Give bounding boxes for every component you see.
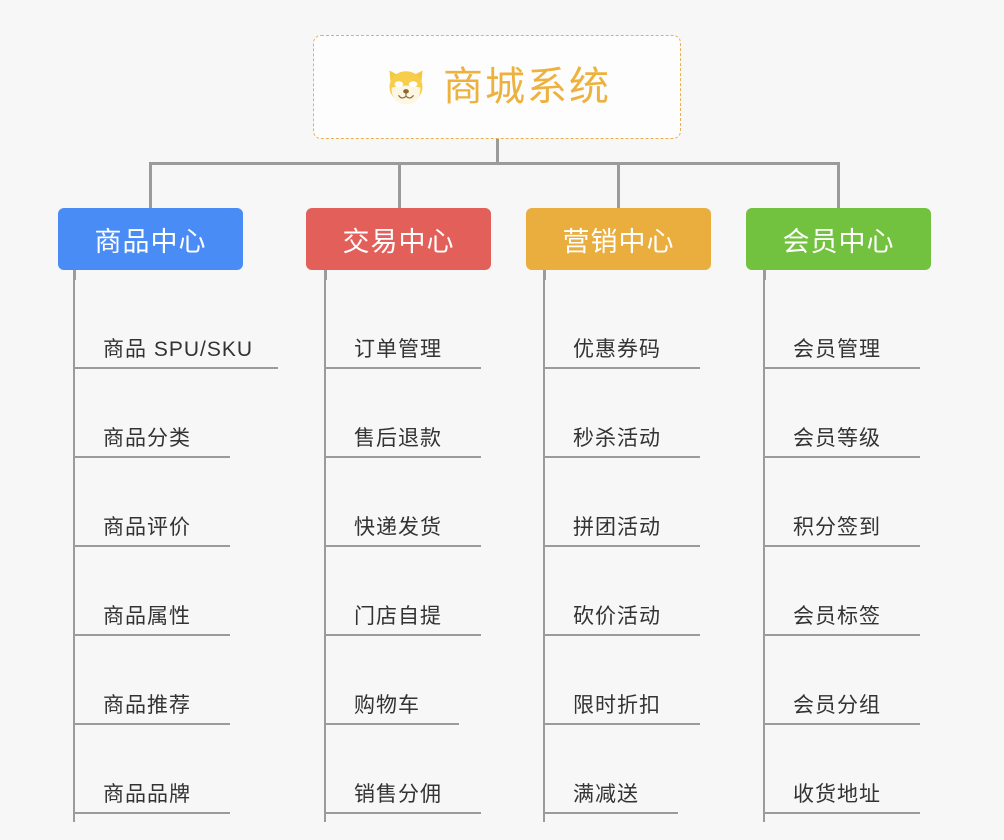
leaf-item-商品属性[interactable]: 商品属性 [73,547,230,636]
leaf-item-砍价活动[interactable]: 砍价活动 [543,547,700,636]
leaf-item-限时折扣[interactable]: 限时折扣 [543,636,700,725]
leaf-label: 会员分组 [793,693,881,717]
leaf-item-售后退款[interactable]: 售后退款 [324,369,481,458]
shiba-dog-emoji [383,64,429,110]
leaf-item-销售分佣[interactable]: 销售分佣 [324,725,481,814]
leaf-label: 会员管理 [793,337,881,361]
leaf-label: 商品推荐 [103,693,191,717]
connector-stem-marketing-center [617,162,620,209]
leaf-item-会员等级[interactable]: 会员等级 [763,369,920,458]
leaf-label: 商品评价 [103,515,191,539]
leaf-item-订单管理[interactable]: 订单管理 [324,280,481,369]
root-node-商城系统[interactable]: 商城系统 [313,35,681,139]
category-box-member-center[interactable]: 会员中心 [746,208,931,270]
leaf-label: 门店自提 [354,604,442,628]
leaf-label: 商品属性 [103,604,191,628]
category-box-product-center[interactable]: 商品中心 [58,208,243,270]
category-label-product-center: 商品中心 [94,226,207,257]
leaf-label: 收货地址 [793,782,881,806]
category-box-trade-center[interactable]: 交易中心 [306,208,491,270]
leaf-label: 拼团活动 [573,515,661,539]
leaf-item-秒杀活动[interactable]: 秒杀活动 [543,369,700,458]
leaf-item-商品品牌[interactable]: 商品品牌 [73,725,230,814]
leaf-label: 售后退款 [354,426,442,450]
leaf-item-商品评价[interactable]: 商品评价 [73,458,230,547]
leaf-label: 商品分类 [103,426,191,450]
leaf-item-购物车[interactable]: 购物车 [324,636,459,725]
leaf-label: 秒杀活动 [573,426,661,450]
leaf-label: 积分签到 [793,515,881,539]
leaf-item-收货地址[interactable]: 收货地址 [763,725,920,814]
connector-horizontal-bus [150,162,839,165]
leaf-item-商品分类[interactable]: 商品分类 [73,369,230,458]
leaf-item-会员标签[interactable]: 会员标签 [763,547,920,636]
leaf-item-拼团活动[interactable]: 拼团活动 [543,458,700,547]
leaf-item-积分签到[interactable]: 积分签到 [763,458,920,547]
leaf-item-会员分组[interactable]: 会员分组 [763,636,920,725]
leaf-item-门店自提[interactable]: 门店自提 [324,547,481,636]
category-label-member-center: 会员中心 [782,226,895,257]
leaf-label: 购物车 [354,693,420,717]
leaf-item-商品-spu-sku[interactable]: 商品 SPU/SKU [73,280,278,369]
leaf-item-商品推荐[interactable]: 商品推荐 [73,636,230,725]
leaf-item-会员管理[interactable]: 会员管理 [763,280,920,369]
leaf-label: 会员标签 [793,604,881,628]
leaf-label: 商品 SPU/SKU [103,337,254,361]
connector-stem-member-center [837,162,840,209]
leaf-label: 限时折扣 [573,693,661,717]
connector-stem-product-center [149,162,152,209]
category-box-marketing-center[interactable]: 营销中心 [526,208,711,270]
leaf-label: 快递发货 [354,515,442,539]
leaf-label: 订单管理 [354,337,442,361]
leaf-label: 砍价活动 [573,604,661,628]
leaf-label: 会员等级 [793,426,881,450]
category-label-marketing-center: 营销中心 [562,226,675,257]
leaf-item-快递发货[interactable]: 快递发货 [324,458,481,547]
connector-stem-trade-center [398,162,401,209]
leaf-label: 销售分佣 [354,782,442,806]
root-title: 商城系统 [443,65,611,109]
leaf-label: 满减送 [573,782,639,806]
category-label-trade-center: 交易中心 [342,226,455,257]
leaf-item-优惠券码[interactable]: 优惠券码 [543,280,700,369]
leaf-label: 商品品牌 [103,782,191,806]
leaf-label: 优惠券码 [573,337,661,361]
leaf-item-满减送[interactable]: 满减送 [543,725,678,814]
connector-root-stem [496,139,499,164]
